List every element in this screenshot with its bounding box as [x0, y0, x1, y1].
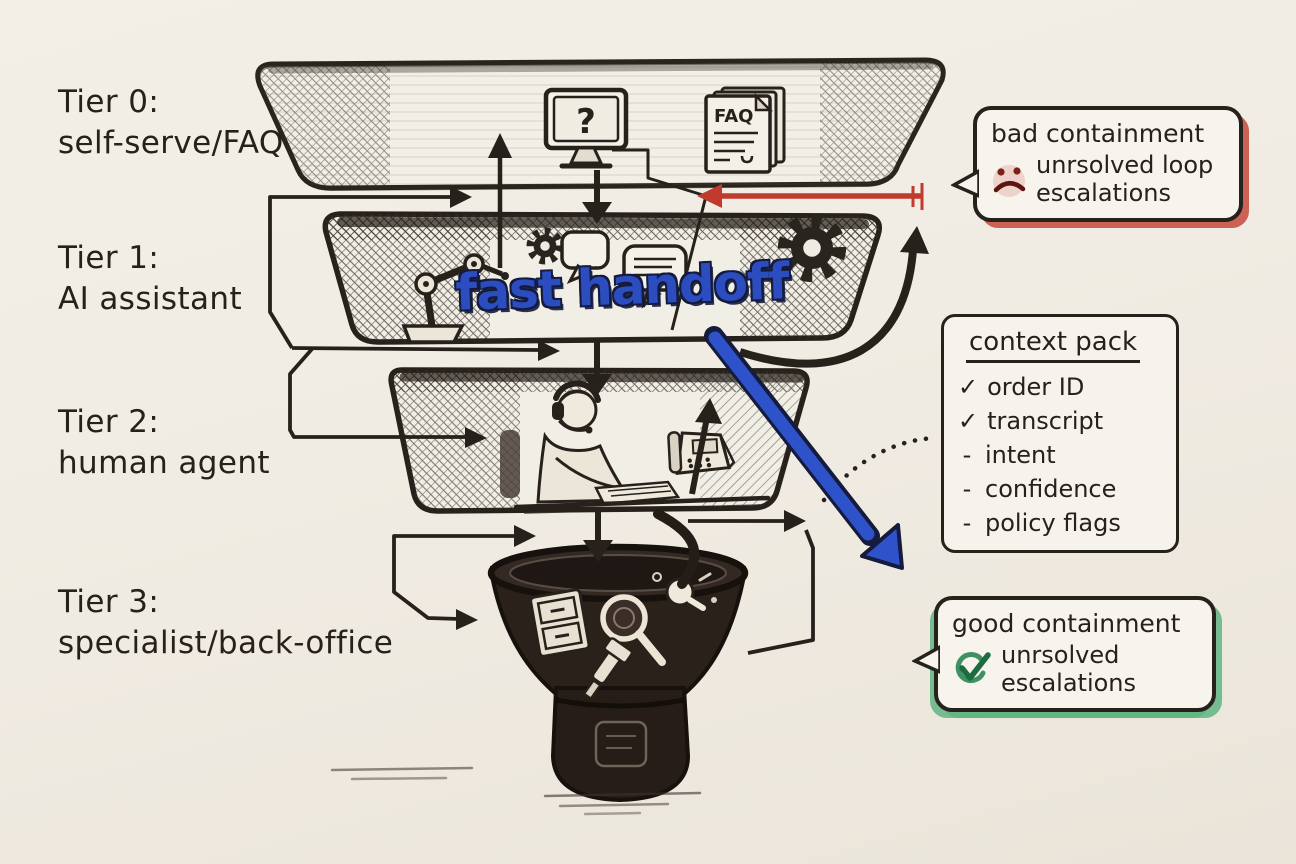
- context-pack-item-label: confidence: [985, 475, 1117, 503]
- faq-document-icon: FAQ: [704, 86, 786, 174]
- support-agent-icon: [500, 380, 771, 514]
- loop-connector-lines: [268, 148, 815, 655]
- ground-scribble: [330, 766, 702, 816]
- context-pack-item-label: intent: [985, 441, 1056, 469]
- tier-1-subtitle: AI assistant: [58, 280, 243, 317]
- callout-tail: [951, 168, 979, 198]
- desk-phone-icon: [667, 431, 736, 475]
- speech-bubble-icon: [560, 230, 610, 284]
- robot-arm-icon: [401, 253, 509, 344]
- tier-2-subtitle: human agent: [58, 444, 270, 481]
- curved-escalation-arrow: [738, 226, 929, 368]
- good-containment-line2: escalations: [1001, 669, 1137, 698]
- gear-icon: [531, 232, 560, 261]
- tier-0-subtitle: self-serve/FAQ: [58, 124, 284, 161]
- dash-mark: -: [962, 441, 972, 469]
- up-arrow-tier1-tier0: [488, 133, 512, 268]
- tier-0-label: Tier 0: self-serve/FAQ: [58, 82, 284, 164]
- faq-label: FAQ: [714, 106, 753, 127]
- bad-containment-line1: unrsolved loop: [1036, 151, 1214, 179]
- context-pack-item: ✓ transcript: [958, 404, 1162, 438]
- context-pack-item: - intent: [958, 438, 1162, 472]
- context-pack-item: - confidence: [958, 472, 1162, 506]
- wrench-icon: [582, 637, 634, 700]
- monitor-glyph: ?: [576, 102, 596, 142]
- tier-3-label: Tier 3: specialist/back-office: [58, 582, 393, 664]
- down-arrow-tier1-tier2: [582, 342, 612, 396]
- tier-1-title: Tier 1:: [58, 240, 160, 276]
- magnifier-icon: [600, 594, 666, 666]
- up-arrow-inside-tier2: [689, 398, 722, 495]
- tier-1-label: Tier 1: AI assistant: [58, 238, 242, 320]
- context-pack-item: - policy flags: [958, 506, 1162, 540]
- check-mark: ✓: [958, 373, 979, 401]
- check-mark: ✓: [958, 407, 979, 435]
- red-loop-arrow: [697, 183, 924, 210]
- pour-curve: [653, 509, 700, 589]
- monitor-question-icon: ?: [543, 87, 629, 169]
- file-cabinet-icon: [529, 588, 591, 658]
- bad-containment-callout: bad containment unrsolved loop escalatio…: [951, 106, 1243, 222]
- tier-3-subtitle: specialist/back-office: [58, 624, 394, 661]
- context-pack-item: ✓ order ID: [958, 370, 1162, 404]
- good-containment-title: good containment: [952, 609, 1181, 638]
- dash-mark: -: [962, 509, 972, 537]
- bad-containment-line2: escalations: [1036, 179, 1172, 208]
- sad-face-icon: [993, 165, 1026, 198]
- tier-3-title: Tier 3:: [58, 584, 160, 620]
- context-pack-item-label: transcript: [987, 407, 1104, 435]
- good-containment-callout: good containment unrsolved escalations: [912, 596, 1216, 712]
- down-arrow-tier2-tier3: [583, 512, 613, 562]
- context-pack-title: context pack: [966, 327, 1141, 363]
- tier-0-title: Tier 0:: [58, 84, 160, 120]
- context-pack-item-label: policy flags: [985, 509, 1121, 537]
- callout-tail: [912, 644, 940, 674]
- chat-bubble-icon: [622, 244, 688, 309]
- bad-containment-title: bad containment: [991, 119, 1205, 148]
- down-arrow-tier0-tier1: [582, 170, 612, 224]
- context-pack-box: context pack ✓ order ID ✓ transcript - i…: [941, 314, 1179, 553]
- tier-3-funnel-shape: [487, 543, 749, 803]
- context-pack-item-label: order ID: [987, 373, 1085, 401]
- tier-2-label: Tier 2: human agent: [58, 402, 270, 484]
- check-circle-icon: [955, 652, 991, 684]
- blue-fast-handoff-arrow: [704, 326, 904, 570]
- dash-mark: -: [962, 475, 972, 503]
- good-containment-line1: unrsolved: [1001, 641, 1120, 669]
- tier-2-title: Tier 2:: [58, 404, 160, 440]
